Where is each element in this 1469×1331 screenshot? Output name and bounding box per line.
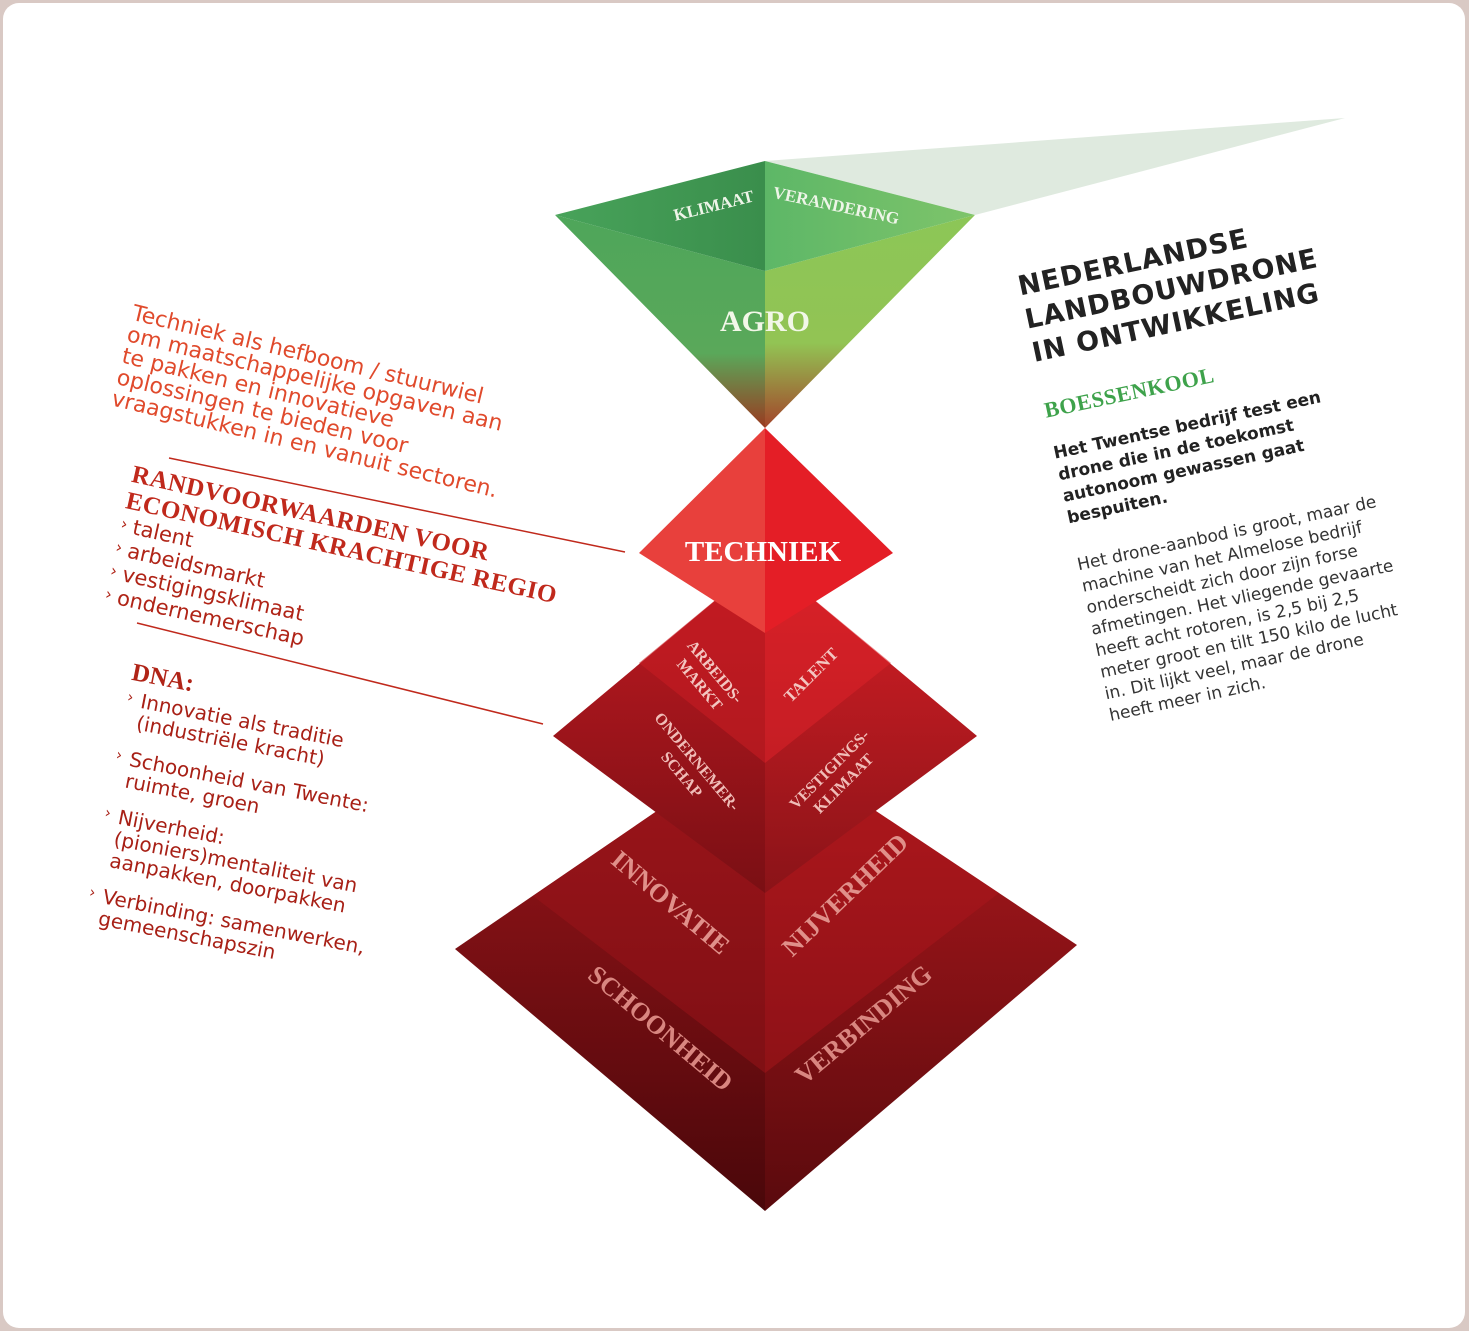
leader-line-dna	[136, 622, 544, 725]
light-beam	[765, 118, 1345, 215]
dna-block: DNA: ›Innovatie als traditie (industriël…	[80, 658, 420, 996]
page-card: KLIMAAT VERANDERING AGRO TECHNIEK ARBEID…	[3, 3, 1465, 1328]
agro-pyramid	[555, 161, 975, 428]
label-agro: AGRO	[720, 305, 810, 338]
techniek-diamond	[639, 428, 893, 633]
label-techniek: TECHNIEK	[685, 536, 842, 568]
upper-pyramid	[553, 559, 977, 893]
pyramid-diagram: KLIMAAT VERANDERING AGRO TECHNIEK ARBEID…	[136, 118, 1345, 1211]
leader-line-conditions	[168, 457, 626, 553]
